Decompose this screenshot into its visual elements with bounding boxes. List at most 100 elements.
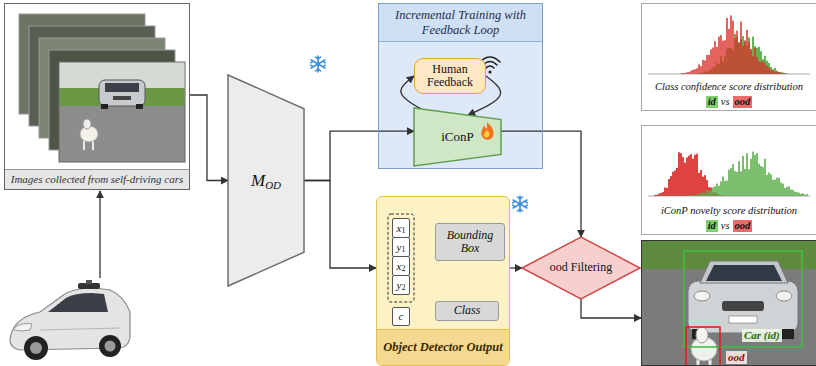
illustration-part	[714, 41, 716, 74]
illustration-part	[648, 196, 810, 197]
illustration-part	[772, 180, 774, 196]
illustration-part	[776, 71, 778, 74]
histogram-panel: Class confidence score distributionidvso…	[641, 3, 816, 111]
illustration-part	[768, 173, 770, 196]
illustration-part	[658, 194, 660, 196]
text-slot: Class	[436, 302, 498, 320]
illustration-part	[706, 55, 708, 74]
illustration-part	[678, 152, 680, 196]
illustration-part	[710, 49, 712, 74]
illustration-part	[778, 72, 780, 74]
node-label: ood Filtering	[550, 261, 612, 275]
illustration-part	[522, 237, 640, 299]
illustration-part	[778, 178, 780, 196]
illustration-part	[728, 29, 730, 74]
node-label: 1	[401, 245, 405, 254]
illustration-part	[766, 175, 768, 196]
node-illustration	[642, 126, 816, 234]
illustration-part	[694, 69, 696, 74]
node-label: iConP novelty score distribution	[661, 205, 797, 217]
panel-fill	[378, 3, 543, 169]
illustration-part	[708, 55, 710, 74]
illustration-part	[798, 193, 800, 196]
illustration-part	[486, 66, 494, 68]
illustration-part	[718, 37, 720, 74]
illustration-part	[696, 327, 708, 343]
illustration-part	[702, 193, 704, 196]
illustration-part	[742, 46, 744, 74]
illustration-part	[780, 72, 782, 74]
illustration-part	[684, 251, 802, 347]
illustration-part	[706, 180, 708, 196]
illustration-part	[752, 56, 754, 74]
node-illustration	[642, 241, 816, 365]
illustration-part	[684, 163, 686, 196]
illustration-part	[83, 119, 91, 129]
text-slot: iConP novelty score distribution	[642, 205, 816, 217]
illustration-part	[311, 56, 325, 72]
text-slot: c	[393, 308, 409, 325]
coordinate-box: y2	[392, 275, 410, 295]
illustration-part	[732, 21, 734, 74]
text-slot: MOD	[228, 75, 304, 286]
car-illustration	[10, 280, 130, 360]
illustration-part	[513, 196, 527, 212]
illustration-part	[754, 155, 756, 196]
illustration-part	[780, 182, 782, 196]
illustration-part	[740, 21, 742, 74]
node-label: y	[397, 279, 402, 292]
illustration-part	[674, 170, 676, 196]
illustration-part	[694, 155, 696, 196]
frozen-icon	[513, 196, 527, 212]
text-slot: Object Detector Output	[377, 329, 509, 365]
illustration-part	[706, 265, 782, 281]
illustration-part	[754, 46, 756, 74]
illustration-part	[30, 342, 42, 354]
illustration-part	[746, 30, 748, 74]
node-label: id	[706, 96, 718, 108]
illustration-part	[760, 61, 762, 74]
illustration-part	[794, 192, 796, 196]
illustration-part	[802, 193, 804, 196]
illustration-part	[726, 181, 728, 196]
illustration-part	[752, 152, 754, 196]
illustration-part	[744, 41, 746, 74]
illustration-part	[758, 61, 760, 74]
illustration-part	[712, 47, 714, 74]
illustration-part	[726, 18, 728, 74]
illustration-part	[756, 48, 758, 74]
novelty-model-block: iConP	[414, 108, 501, 166]
illustration-part	[86, 280, 92, 284]
text-slot: Human Feedback	[415, 59, 485, 93]
illustration-part	[720, 181, 722, 196]
node-label: ood	[733, 220, 753, 232]
illustration-part	[758, 164, 760, 196]
node-label: 2	[401, 264, 405, 273]
text-slot: iConP	[414, 108, 501, 166]
flow-arrow	[304, 181, 376, 269]
illustration-part	[718, 186, 720, 196]
illustration-part	[686, 327, 720, 366]
illustration-part	[664, 187, 666, 196]
illustration-part	[746, 153, 748, 196]
illustration-part	[59, 62, 185, 162]
illustration-part	[680, 153, 682, 196]
illustration-part	[738, 161, 740, 196]
illustration-part	[748, 169, 750, 196]
illustration-part	[710, 190, 712, 196]
illustration-part	[760, 166, 762, 196]
illustration-part	[754, 48, 756, 74]
illustration-part	[101, 104, 108, 109]
node-label: id	[706, 220, 718, 232]
capture-arrow	[99, 191, 100, 278]
illustration-part	[694, 291, 710, 301]
illustration-part	[792, 190, 794, 196]
result-image-panel: Car (id)ood	[641, 240, 816, 366]
node-label: Class confidence score distribution	[655, 81, 803, 93]
illustration-part	[710, 187, 712, 196]
illustration-part	[706, 190, 708, 196]
node-label: vs	[721, 220, 730, 232]
node-label: 2	[401, 283, 405, 292]
illustration-part	[752, 37, 754, 74]
